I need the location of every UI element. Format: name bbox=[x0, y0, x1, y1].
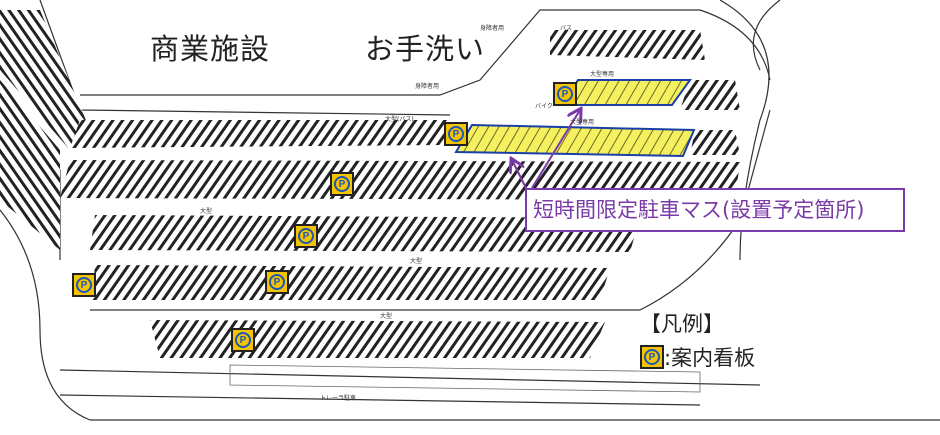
map-label: トレーラ駐車 bbox=[320, 394, 356, 402]
guide-sign-icon: P bbox=[444, 122, 468, 146]
sign-letter: P bbox=[334, 176, 350, 192]
trailer-parking-area bbox=[229, 364, 701, 393]
parking-strip bbox=[0, 10, 90, 150]
parking-strip bbox=[92, 265, 610, 300]
callout-arrow-upper bbox=[531, 110, 580, 189]
map-label: 身障者用 bbox=[415, 82, 439, 90]
parking-strip bbox=[0, 80, 60, 250]
legend-title: 【凡例】 bbox=[640, 312, 724, 336]
sign-letter: P bbox=[557, 86, 573, 102]
short-term-area-lower bbox=[454, 123, 696, 158]
guide-sign-icon: P bbox=[640, 345, 664, 369]
parking-strip bbox=[690, 130, 740, 155]
guide-sign-icon: P bbox=[294, 224, 318, 248]
parking-strips bbox=[0, 10, 740, 393]
map-label: 大型専用 bbox=[590, 70, 614, 78]
guide-sign-icon: P bbox=[265, 270, 289, 294]
guide-sign-icon: P bbox=[553, 82, 577, 106]
legend-row: P :案内看板 bbox=[640, 342, 755, 372]
short-term-parking-callout: 短時間限定駐車マス(設置予定箇所) bbox=[525, 188, 905, 232]
map-label: バス bbox=[560, 25, 572, 32]
guide-sign-icon: P bbox=[330, 172, 354, 196]
restroom-label: お手洗い bbox=[365, 32, 486, 66]
legend-sign-label: :案内看板 bbox=[664, 346, 756, 370]
map-label: 大型専用 bbox=[570, 118, 594, 126]
sign-letter: P bbox=[298, 228, 314, 244]
map-label: 大型 bbox=[380, 312, 392, 320]
legend: 【凡例】 P :案内看板 bbox=[640, 308, 755, 372]
map-label: 大型 bbox=[200, 207, 212, 215]
map-label: 身障者用 bbox=[480, 24, 504, 32]
parking-strip bbox=[680, 80, 740, 110]
guide-sign-icon: P bbox=[231, 328, 255, 352]
map-label: 大型(バス) bbox=[385, 115, 414, 123]
callout-arrow-lower bbox=[512, 160, 528, 191]
short-term-area-upper bbox=[561, 79, 692, 106]
guide-sign-icon: P bbox=[72, 273, 96, 297]
parking-strip bbox=[150, 320, 605, 358]
commercial-facility-label: 商業施設 bbox=[150, 32, 271, 66]
parking-strip bbox=[90, 215, 640, 252]
sign-letter: P bbox=[448, 126, 464, 142]
parking-strip bbox=[550, 30, 705, 60]
map-label: 大型 bbox=[410, 257, 422, 265]
sign-letter: P bbox=[76, 277, 92, 293]
map-label: バイク bbox=[535, 103, 553, 110]
sign-letter: P bbox=[644, 349, 660, 365]
sign-letter: P bbox=[269, 274, 285, 290]
parking-strip bbox=[70, 120, 450, 148]
sign-letter: P bbox=[235, 332, 251, 348]
